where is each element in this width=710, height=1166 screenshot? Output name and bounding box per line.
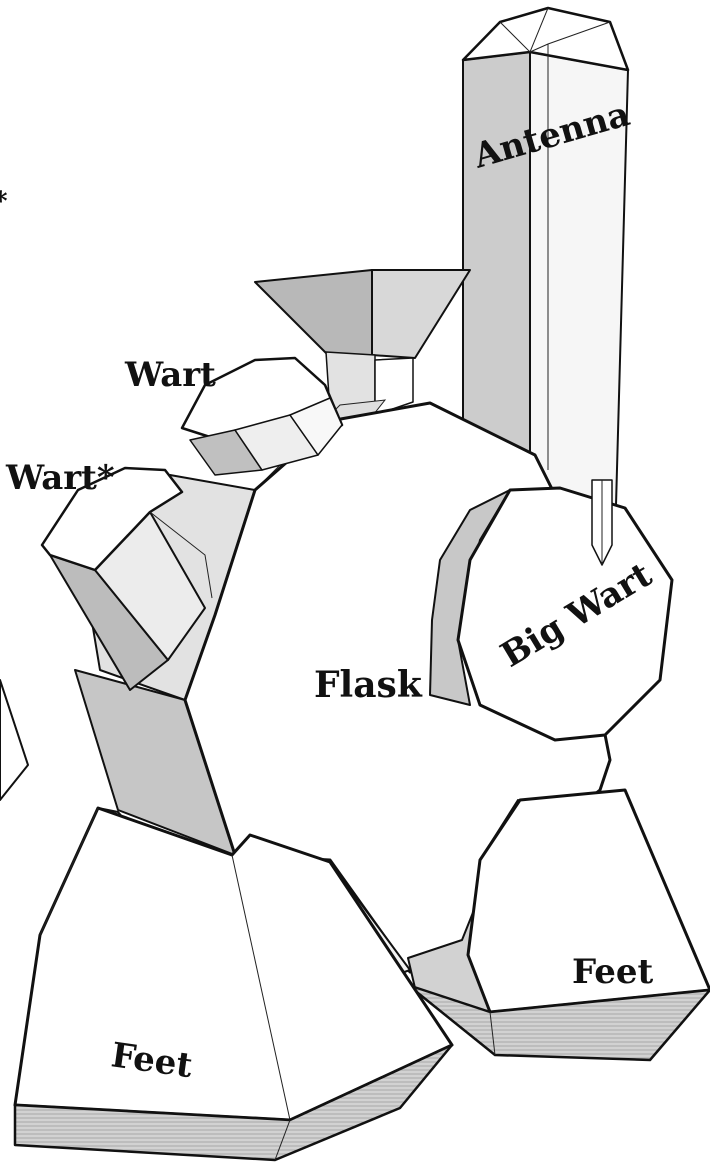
- offscreen-part: [0, 679, 29, 801]
- label-flask: Flask: [314, 664, 423, 706]
- antenna-left-face: [462, 51, 531, 456]
- wart-side-right: [289, 397, 343, 456]
- label-wart: Wart: [124, 355, 216, 395]
- wart-star-top: [40, 466, 184, 572]
- label-feet-right: Feet: [572, 952, 654, 992]
- funnel-cone-left: [254, 269, 373, 356]
- label-edge-star: *: [0, 187, 8, 217]
- funnel-cone-right: [371, 269, 471, 359]
- label-wart-star: Wart*: [5, 458, 115, 498]
- feet-left: [13, 806, 454, 1162]
- wart-star: [40, 466, 213, 691]
- funnel: [254, 269, 471, 416]
- antenna: [461, 6, 630, 506]
- feet-right: [406, 788, 710, 1062]
- feet-right-base: [406, 983, 710, 1062]
- wart: [180, 356, 344, 476]
